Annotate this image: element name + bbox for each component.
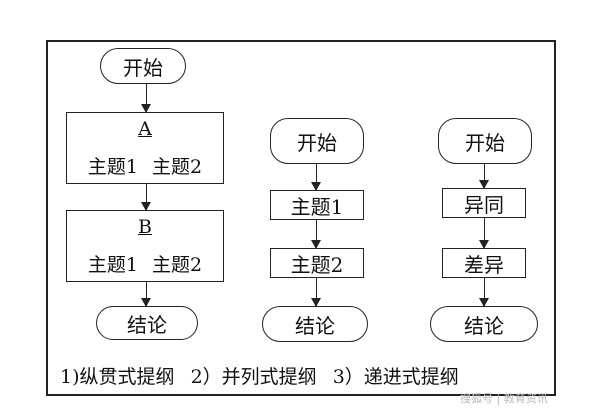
watermark: 搜狐号 | 教育资讯 <box>460 392 548 405</box>
col3-start-label: 开始 <box>465 130 505 155</box>
col2-topic2-node: 主题2 <box>270 248 364 278</box>
col3-similar-label: 异同 <box>464 192 504 217</box>
col2-topic1-label: 主题1 <box>290 194 344 219</box>
col1-end-node: 结论 <box>96 306 198 340</box>
col1-box-a-heading: A <box>138 117 152 140</box>
col2-end-label: 结论 <box>295 313 335 338</box>
col1-box-a-topics: 主题1 主题2 <box>87 155 203 178</box>
col2-topic2-label: 主题2 <box>290 252 344 277</box>
col1-start-label: 开始 <box>123 55 163 80</box>
col3-difference-label: 差异 <box>464 252 504 277</box>
col2-start-node: 开始 <box>270 118 364 164</box>
col2-arrow-1 <box>311 164 321 191</box>
col3-end-node: 结论 <box>430 306 538 342</box>
col1-box-b-heading: B <box>138 215 152 238</box>
col1-start-node: 开始 <box>100 48 186 84</box>
caption-progressive: 3）递进式提纲 <box>332 366 459 388</box>
col1-box-b-topics: 主题1 主题2 <box>87 253 203 276</box>
caption-parallel: 2）并列式提纲 <box>190 366 317 388</box>
col3-arrow-2 <box>479 218 489 249</box>
col2-topic1-node: 主题1 <box>270 190 364 220</box>
diagram-frame <box>46 40 556 396</box>
col3-similar-node: 异同 <box>442 188 526 218</box>
col2-start-label: 开始 <box>297 130 337 155</box>
col2-end-node: 结论 <box>262 306 368 342</box>
col3-end-label: 结论 <box>464 313 504 338</box>
col1-box-a: A 主题1 主题2 <box>66 112 224 184</box>
diagram-caption: 1)纵贯式提纲 2）并列式提纲 3）递进式提纲 <box>60 362 469 389</box>
col3-arrow-3 <box>479 278 489 307</box>
col1-arrow-1 <box>141 84 151 113</box>
col3-difference-node: 差异 <box>442 248 526 278</box>
col1-end-label: 结论 <box>127 312 167 337</box>
col3-start-node: 开始 <box>438 118 532 164</box>
col1-arrow-2 <box>141 184 151 211</box>
col2-arrow-2 <box>311 220 321 249</box>
col1-arrow-3 <box>141 282 151 307</box>
col3-arrow-1 <box>479 164 489 189</box>
col1-box-b: B 主题1 主题2 <box>66 210 224 282</box>
caption-vertical: 1)纵贯式提纲 <box>60 366 175 388</box>
col2-arrow-3 <box>311 278 321 307</box>
